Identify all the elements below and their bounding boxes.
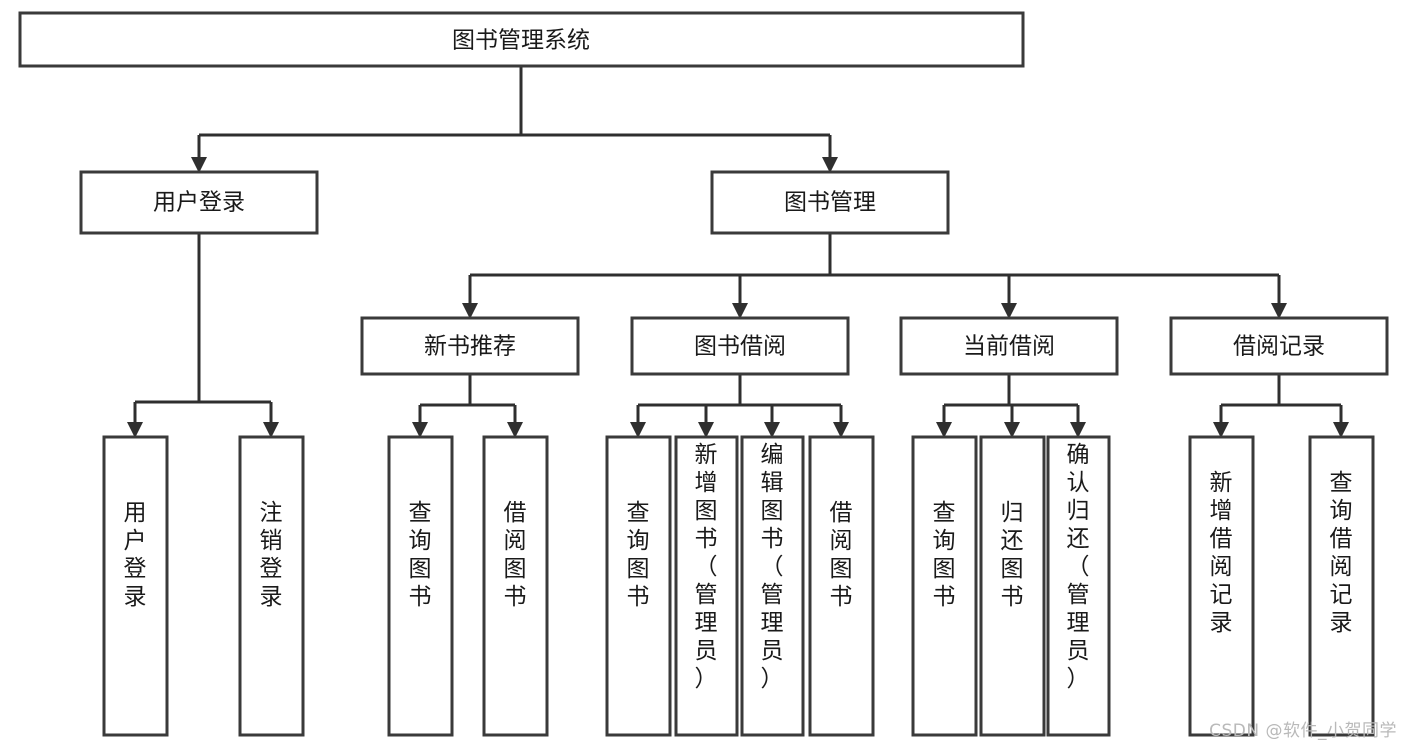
leaf-node-query-book-borrow[interactable]: 查询图书 — [605, 435, 672, 737]
leaf-logout-label: 注销登录 — [260, 500, 283, 610]
node-user-login[interactable]: 用户登录 — [79, 170, 319, 235]
leaf-add-book-admin-label: 新增图书（管理员） — [695, 442, 718, 692]
node-new-book-recommend-box — [360, 316, 580, 376]
leaf-node-query-book-current[interactable]: 查询图书 — [911, 435, 978, 737]
node-root-system[interactable]: 图书管理系统 — [18, 11, 1025, 68]
leaf-add-borrow-record-box — [1188, 435, 1255, 737]
leaf-node-confirm-return-admin[interactable]: 确认归还（管理员） — [1046, 435, 1111, 737]
node-user-login-label: 用户登录 — [153, 190, 245, 216]
leaf-query-book-borrow-label: 查询图书 — [627, 500, 650, 610]
node-user-login-box — [79, 170, 319, 235]
leaf-borrow-book-box — [808, 435, 875, 737]
node-borrow-record-box — [1169, 316, 1389, 376]
leaf-nodes: 用户登录 注销登录 查询图书 借阅图书 查询图书 新增图书（管理员） 编辑图书（… — [102, 435, 1375, 737]
node-borrow-record-label: 借阅记录 — [1233, 334, 1325, 360]
connectors-borrow-record-to-leaves — [1219, 374, 1343, 423]
leaf-borrow-book-recommend-label: 借阅图书 — [504, 500, 527, 610]
leaf-user-login-label: 用户登录 — [124, 500, 147, 610]
connectors-book-management-to-level3 — [468, 233, 1281, 304]
node-book-borrow-box — [630, 316, 850, 376]
leaf-confirm-return-admin-box — [1046, 435, 1111, 737]
leaf-borrow-book-recommend-box — [482, 435, 549, 737]
leaf-query-book-recommend-box — [387, 435, 454, 737]
node-book-borrow[interactable]: 图书借阅 — [630, 316, 850, 376]
leaf-node-borrow-book-recommend[interactable]: 借阅图书 — [482, 435, 549, 737]
node-new-book-recommend-label: 新书推荐 — [424, 334, 516, 360]
leaf-user-login-box — [102, 435, 169, 737]
leaf-query-book-current-box — [911, 435, 978, 737]
node-book-management[interactable]: 图书管理 — [710, 170, 950, 235]
leaf-confirm-return-admin-label: 确认归还（管理员） — [1067, 442, 1090, 692]
leaf-add-book-admin-box — [674, 435, 739, 737]
node-book-management-label: 图书管理 — [784, 190, 876, 216]
node-root-label: 图书管理系统 — [452, 28, 590, 54]
node-current-borrow-box — [899, 316, 1119, 376]
connectors-root-to-level2 — [197, 66, 832, 158]
connectors-new-book-recommend-to-leaves — [418, 374, 517, 423]
leaf-node-borrow-book[interactable]: 借阅图书 — [808, 435, 875, 737]
leaf-node-query-borrow-record[interactable]: 查询借阅记录 — [1308, 435, 1375, 737]
leaf-node-query-book-recommend[interactable]: 查询图书 — [387, 435, 454, 737]
node-book-management-box — [710, 170, 950, 235]
leaf-node-user-login[interactable]: 用户登录 — [102, 435, 169, 737]
leaf-node-logout[interactable]: 注销登录 — [238, 435, 305, 737]
leaf-node-add-borrow-record[interactable]: 新增借阅记录 — [1188, 435, 1255, 737]
leaf-borrow-book-label: 借阅图书 — [830, 500, 853, 610]
connectors-book-borrow-to-leaves — [636, 374, 843, 423]
leaf-return-book-box — [979, 435, 1046, 737]
leaf-query-book-current-label: 查询图书 — [933, 500, 956, 610]
leaf-edit-book-admin-box — [740, 435, 805, 737]
leaf-node-edit-book-admin[interactable]: 编辑图书（管理员） — [740, 435, 805, 737]
leaf-query-borrow-record-label: 查询借阅记录 — [1330, 470, 1353, 636]
leaf-query-book-borrow-box — [605, 435, 672, 737]
node-current-borrow[interactable]: 当前借阅 — [899, 316, 1119, 376]
leaf-query-borrow-record-box — [1308, 435, 1375, 737]
leaf-logout-box — [238, 435, 305, 737]
leaf-node-add-book-admin[interactable]: 新增图书（管理员） — [674, 435, 739, 737]
leaf-node-return-book[interactable]: 归还图书 — [979, 435, 1046, 737]
node-borrow-record[interactable]: 借阅记录 — [1169, 316, 1389, 376]
leaf-return-book-label: 归还图书 — [1001, 500, 1024, 610]
csdn-watermark: CSDN @软件_小贺同学 — [1209, 721, 1397, 741]
leaf-add-borrow-record-label: 新增借阅记录 — [1210, 470, 1233, 636]
connectors-user-login-to-leaves — [133, 233, 273, 423]
node-current-borrow-label: 当前借阅 — [963, 334, 1055, 360]
node-root-box — [18, 11, 1025, 68]
connectors-current-borrow-to-leaves — [942, 374, 1080, 423]
leaf-edit-book-admin-label: 编辑图书（管理员） — [761, 442, 784, 692]
node-book-borrow-label: 图书借阅 — [694, 334, 786, 360]
leaf-query-book-recommend-label: 查询图书 — [409, 500, 432, 610]
node-new-book-recommend[interactable]: 新书推荐 — [360, 316, 580, 376]
